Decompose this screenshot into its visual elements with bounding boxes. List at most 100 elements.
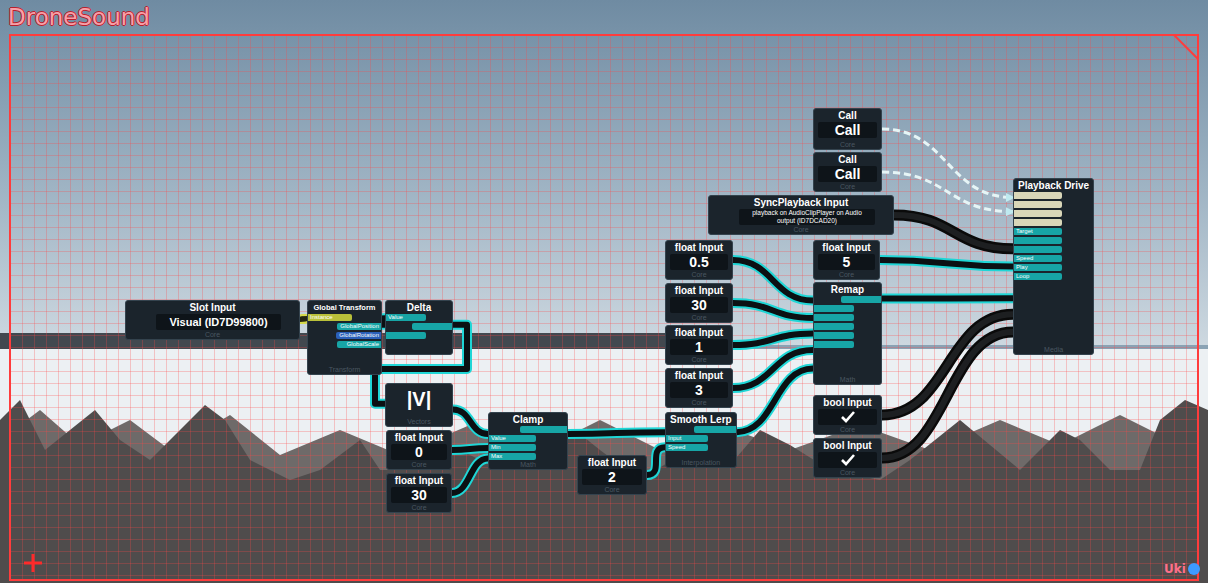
input-port: Min: [489, 444, 536, 451]
port-bar: [814, 332, 854, 339]
wire-stroke: [300, 318, 307, 320]
node-category: Core: [666, 271, 732, 279]
flux-node: CallCallCore: [813, 152, 882, 192]
check-mark: [839, 410, 857, 424]
node-title: SyncPlayback Input: [709, 197, 893, 208]
node-category: Transform: [308, 366, 381, 374]
wire-stroke: [733, 350, 813, 388]
check-stroke: [842, 455, 854, 464]
node-title: float Input: [666, 242, 732, 253]
node-title: Playback Drive: [1014, 180, 1093, 191]
wire: [733, 334, 813, 346]
flux-node: bool InputCore: [813, 395, 882, 435]
wire: [737, 369, 813, 433]
flux-node: Global TransformInstanceGlobalPositionGl…: [307, 300, 382, 375]
logo-dot: [1188, 563, 1200, 575]
wire-stroke: [880, 260, 1013, 267]
wire-stroke: [733, 303, 813, 318]
wire: [894, 215, 1013, 249]
output-port: GlobalScale: [337, 341, 381, 348]
wire: [882, 172, 1013, 212]
value-field: 5: [818, 254, 875, 270]
value-field: 3: [670, 382, 728, 398]
value-field: 30: [670, 297, 728, 313]
wire: [452, 448, 488, 450]
flux-node: float Input3Core: [665, 368, 733, 408]
port-bar: [841, 296, 881, 303]
node-title: float Input: [387, 432, 451, 443]
wire-stroke: [733, 260, 813, 301]
node-title: Call: [814, 110, 881, 121]
port-bar: [412, 323, 452, 330]
output-port: GlobalRotation: [336, 332, 381, 339]
wire-stroke: [300, 318, 307, 320]
value-field: 2: [582, 469, 642, 485]
port-bar: [386, 332, 426, 339]
flux-node: bool InputCore: [813, 438, 882, 478]
value-field: 0: [391, 444, 447, 460]
node-category: Core: [666, 356, 732, 364]
bool-value: [818, 409, 877, 425]
flux-node: float Input30Core: [386, 473, 452, 513]
node-category: Core: [814, 141, 881, 149]
node-title: Smooth Lerp: [666, 414, 736, 425]
node-category: Core: [578, 486, 646, 494]
wire-stroke: [882, 332, 1013, 458]
output-port: GlobalPosition: [337, 323, 381, 330]
input-port: Instance: [308, 314, 352, 321]
node-category: Media: [1014, 346, 1093, 354]
flux-node: float Input30Core: [665, 283, 733, 323]
node-title: float Input: [387, 475, 451, 486]
port-bar: [1014, 210, 1062, 217]
node-category: Core: [126, 331, 299, 339]
port-bar: [1014, 201, 1062, 208]
node-title: float Input: [666, 370, 732, 381]
port-bar: [1014, 237, 1062, 244]
wire: [647, 447, 665, 475]
node-category: Core: [709, 226, 893, 234]
flux-node: float Input0Core: [386, 430, 452, 470]
input-port: Speed: [666, 444, 708, 451]
check-stroke: [842, 412, 854, 421]
port-bar: [1014, 246, 1062, 253]
wire-stroke: [452, 458, 488, 493]
wire: [452, 458, 488, 493]
wire-stroke: [880, 260, 1013, 267]
flux-node: CallCallCore: [813, 108, 882, 150]
node-category: Core: [666, 314, 732, 322]
port-bar: [694, 426, 736, 433]
flux-node: float Input5Core: [813, 240, 880, 280]
wire-stroke: [453, 409, 488, 434]
wire-stroke: [737, 369, 813, 433]
node-category: Core: [387, 461, 451, 469]
port-bar: [814, 323, 854, 330]
node-category: Core: [387, 504, 451, 512]
wire: [882, 298, 1013, 299]
port-bar: [520, 426, 567, 433]
wire-stroke: [733, 260, 813, 301]
node-title: Remap: [814, 284, 881, 295]
flux-node: Slot InputVisual (ID7D99800)Core: [125, 300, 300, 340]
node-category: Math: [489, 461, 567, 469]
value-field: 1: [670, 339, 728, 355]
wire: [882, 332, 1013, 458]
node-category: Core: [814, 271, 879, 279]
wire-stroke: [452, 448, 488, 450]
input-port: Speed: [1014, 255, 1062, 262]
node-title: bool Input: [814, 397, 881, 408]
flux-node: |V|Vectors: [385, 383, 453, 427]
node-category: Interpolation: [666, 459, 736, 467]
port-bar: [814, 314, 854, 321]
flux-node: float Input0.5Core: [665, 240, 733, 280]
node-title: Slot Input: [126, 302, 299, 313]
flux-node: RemapMath: [813, 282, 882, 385]
value-field: Call: [818, 166, 877, 182]
bool-value: [818, 452, 877, 468]
wire: [882, 129, 1013, 197]
wire: [733, 260, 813, 301]
node-category: Core: [814, 426, 881, 434]
wire-stroke: [894, 215, 1013, 249]
input-port: Max: [489, 453, 536, 460]
wire-stroke: [882, 293, 1013, 303]
flux-node: float Input1Core: [665, 325, 733, 365]
